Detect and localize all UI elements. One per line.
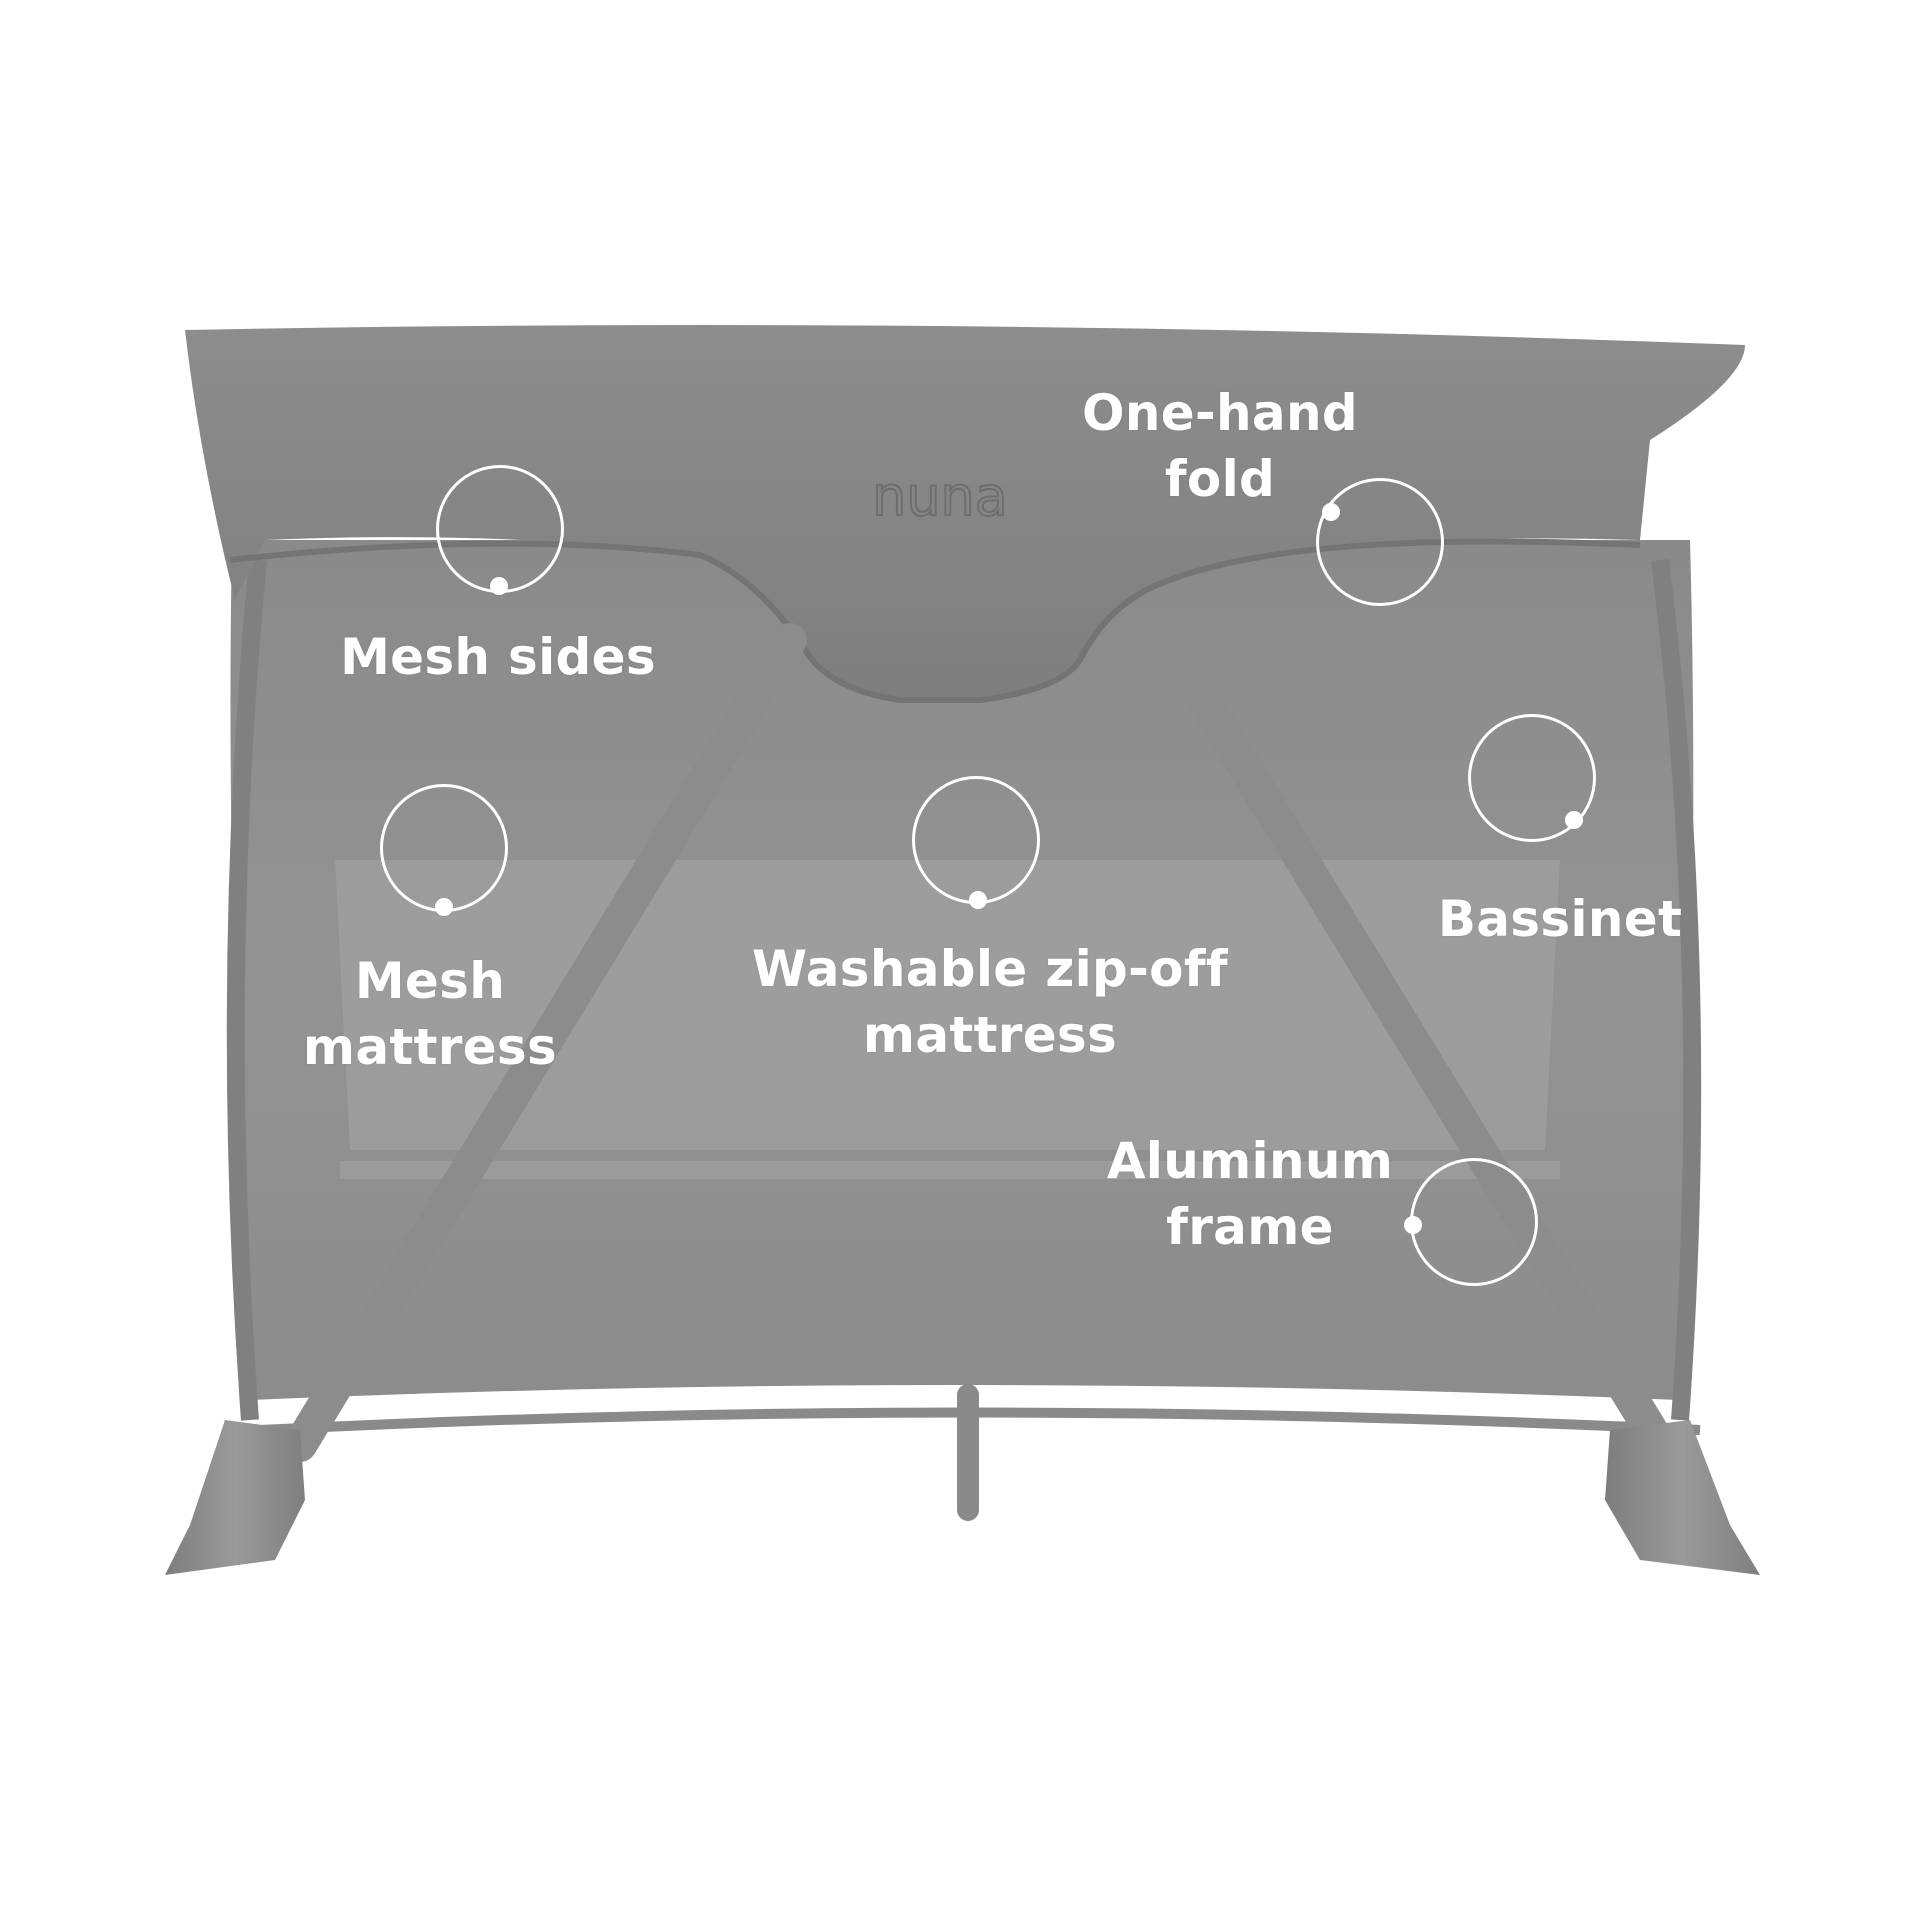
- right-diagonal-bar: [1138, 603, 1677, 1462]
- label-line: Washable zip-off: [752, 940, 1228, 998]
- hotspot-mesh-mattress[interactable]: [380, 784, 508, 916]
- right-foot: [1605, 1420, 1760, 1575]
- label-mesh-sides: Mesh sides: [338, 624, 658, 690]
- label-line: mattress: [862, 1006, 1118, 1064]
- label-line: Mesh: [354, 952, 506, 1010]
- hotspot-dot: [435, 898, 453, 916]
- hotspot-one-hand-fold[interactable]: [1316, 478, 1444, 606]
- label-line: Bassinet: [1437, 890, 1683, 948]
- canopy: [185, 325, 1745, 700]
- hotspot-dot: [969, 891, 987, 909]
- left-side-pole: [226, 559, 267, 1421]
- label-bassinet: Bassinet: [1420, 886, 1700, 952]
- hotspot-washable-mattress[interactable]: [912, 776, 1040, 909]
- left-diagonal-bar: [283, 623, 807, 1462]
- label-line: Aluminum: [1106, 1132, 1394, 1190]
- mattress-panel: [335, 860, 1560, 1150]
- label-aluminum-frame: Aluminum frame: [1090, 1128, 1410, 1260]
- label-line: frame: [1166, 1198, 1334, 1256]
- hotspot-bassinet[interactable]: [1468, 714, 1596, 842]
- hotspot-dot: [1404, 1216, 1422, 1234]
- hotspot-dot: [490, 577, 508, 595]
- label-line: One-hand: [1082, 384, 1358, 442]
- label-line: fold: [1164, 450, 1276, 508]
- canopy-seam: [229, 538, 1641, 703]
- label-line: Mesh sides: [340, 628, 656, 686]
- hotspot-dot: [1322, 503, 1340, 521]
- hotspot-dot: [1565, 811, 1583, 829]
- label-washable-mattress: Washable zip-off mattress: [740, 936, 1240, 1068]
- label-line: mattress: [302, 1018, 558, 1076]
- label-one-hand-fold: One-hand fold: [1060, 380, 1380, 512]
- label-mesh-mattress: Mesh mattress: [270, 948, 590, 1080]
- left-foot: [165, 1420, 305, 1575]
- hotspot-aluminum-frame[interactable]: [1404, 1158, 1538, 1286]
- nuna-logo: nuna: [872, 465, 1008, 528]
- right-side-pole: [1651, 558, 1702, 1421]
- back-frame-bar: [259, 1407, 1701, 1435]
- hotspot-mesh-sides[interactable]: [436, 465, 564, 595]
